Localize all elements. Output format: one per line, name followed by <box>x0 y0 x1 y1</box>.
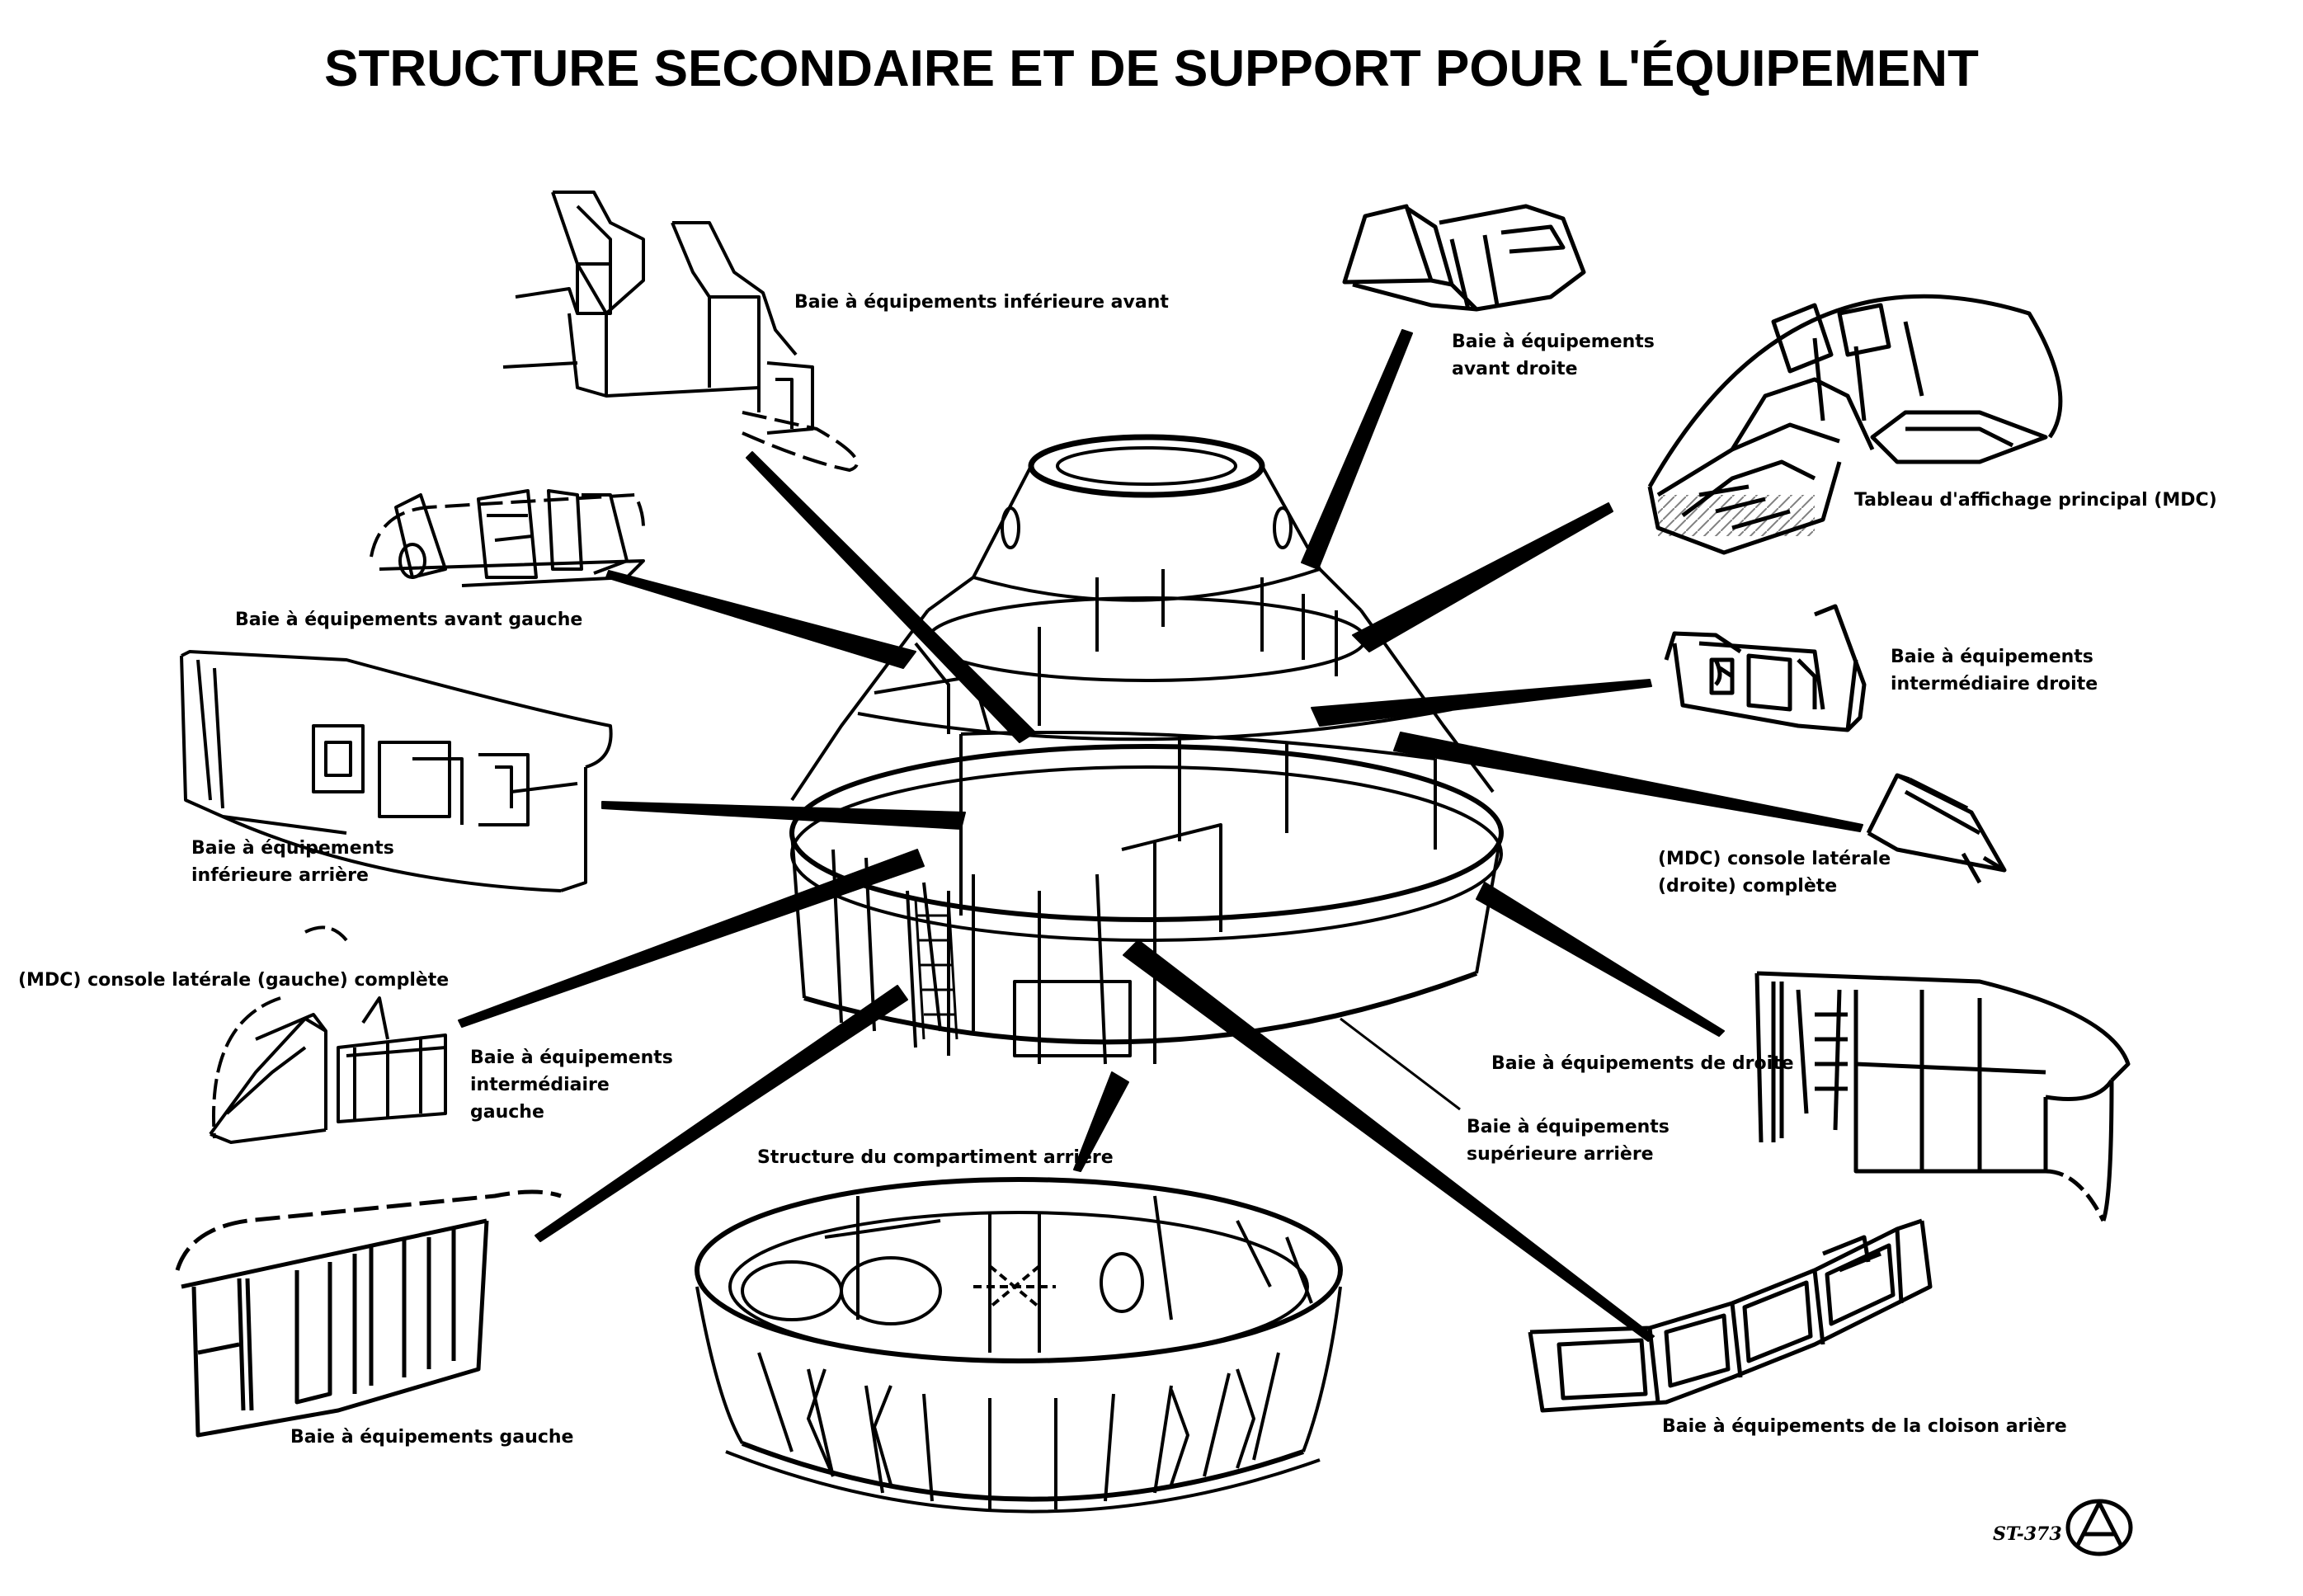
central-capsule <box>789 434 1504 1065</box>
mdc-hatch <box>1658 495 1815 536</box>
right-intermediate-bay-sketch <box>1664 604 1867 732</box>
label-right-intermediate-line2: intermédiaire droite <box>1891 674 2098 694</box>
label-lower-aft-line2: inférieure arrière <box>191 865 369 886</box>
label-aft-bulkhead: Baie à équipements de la cloison arière <box>1662 1416 2067 1437</box>
drawing-code: ST-373 <box>1993 1523 2062 1545</box>
right-console-sketch <box>1866 773 2007 884</box>
left-bay-sketch <box>175 1189 562 1438</box>
label-right-console-line1: (MDC) console latérale <box>1658 849 1891 869</box>
pointer-left-intermediate <box>458 849 925 1028</box>
pointer-lower-aft <box>601 801 966 830</box>
label-mdc: Tableau d'affichage principal (MDC) <box>1854 490 2217 511</box>
central-ladder <box>914 898 958 1040</box>
pointer-right-console <box>1393 732 1863 832</box>
left-console-sketch <box>209 925 447 1144</box>
right-forward-bay-sketch <box>1342 204 1586 312</box>
pointer-right-intermediate <box>1311 679 1652 727</box>
left-forward-bay-sketch <box>370 489 645 587</box>
pointer-left-bay <box>535 985 908 1242</box>
label-left-bay: Baie à équipements gauche <box>290 1427 574 1448</box>
label-left-intermediate-line1: Baie à équipements <box>470 1048 673 1068</box>
lower-forward-bay-sketch <box>502 191 859 472</box>
pointer-right-forward-bay <box>1301 329 1413 570</box>
label-upper-aft-line2: supérieure arrière <box>1467 1144 1654 1165</box>
aft-bulkhead-sketch <box>1528 1218 1933 1413</box>
right-bay-sketch <box>1754 971 2131 1222</box>
label-lower-aft-line1: Baie à équipements <box>191 838 394 859</box>
label-right-bay: Baie à équipements de droite <box>1491 1053 1794 1074</box>
leader-upper-aft <box>1340 1017 1461 1111</box>
label-right-forward-bay-line2: avant droite <box>1452 359 1578 379</box>
label-right-forward-bay-line1: Baie à équipements <box>1452 332 1655 352</box>
pointer-aft-compartment <box>1073 1071 1129 1172</box>
label-left-intermediate-line3: gauche <box>470 1102 544 1123</box>
pointer-mdc <box>1352 502 1613 652</box>
aft-compartment-sketch <box>695 1177 1343 1514</box>
label-upper-aft-line1: Baie à équipements <box>1467 1117 1670 1137</box>
lower-aft-bay-sketch <box>180 650 613 892</box>
pointer-right-bay <box>1476 882 1725 1037</box>
label-left-forward-bay: Baie à équipements avant gauche <box>235 610 583 630</box>
label-left-console: (MDC) console latérale (gauche) complète <box>18 970 450 991</box>
label-right-intermediate-line1: Baie à équipements <box>1891 647 2093 667</box>
pointer-arrows <box>458 329 1863 1342</box>
label-right-console-line2: (droite) complète <box>1658 876 1838 897</box>
logo-emblem-icon <box>2065 1499 2133 1556</box>
label-aft-compartment: Structure du compartiment arrière <box>757 1147 1114 1168</box>
page-title: STRUCTURE SECONDAIRE ET DE SUPPORT POUR … <box>324 40 1979 97</box>
label-lower-forward-bay: Baie à équipements inférieure avant <box>794 292 1169 313</box>
pointer-lower-forward-bay <box>746 451 1036 743</box>
pointer-left-forward-bay <box>605 570 916 669</box>
label-left-intermediate-line2: intermédiaire <box>470 1075 610 1095</box>
